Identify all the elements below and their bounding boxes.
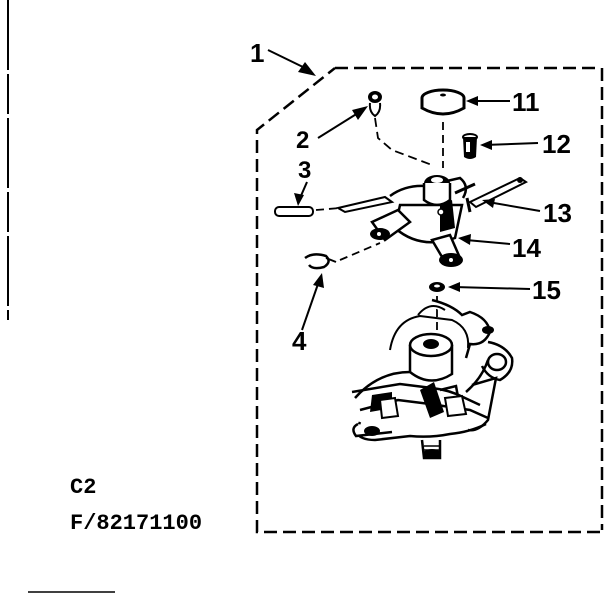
dash-4 <box>339 242 381 261</box>
arrow-11 <box>466 96 478 106</box>
part-14-bracket <box>335 175 476 267</box>
dash-2 <box>374 117 433 166</box>
callout-2: 2 <box>296 127 309 154</box>
arrow-12 <box>480 140 492 150</box>
callout-13: 13 <box>543 198 572 228</box>
arrow-13 <box>482 199 495 208</box>
assembly-boundary <box>255 66 604 534</box>
lower-housing <box>351 298 514 460</box>
leader-14 <box>465 239 511 245</box>
leader-1 <box>267 49 306 69</box>
caption-line-2: F/82171100 <box>70 511 202 536</box>
leader-13 <box>487 201 541 212</box>
arrow-2 <box>352 106 368 120</box>
callout-12: 12 <box>542 129 571 159</box>
part-3-pin <box>274 206 314 217</box>
arrow-3 <box>294 193 304 206</box>
callout-14: 14 <box>512 233 541 263</box>
callout-15: 15 <box>532 275 561 305</box>
part-13-lever <box>465 176 528 213</box>
dash-3 <box>315 207 341 211</box>
arrow-1 <box>298 62 316 76</box>
leader-12 <box>483 142 539 146</box>
part-15-seal <box>429 282 445 292</box>
arrow-15 <box>448 282 460 292</box>
callout-1: 1 <box>250 38 264 68</box>
caption-line-1: C2 <box>70 475 96 500</box>
part-4-clip <box>304 253 337 270</box>
leader-2 <box>317 112 359 139</box>
part-2-eyelet <box>368 91 382 118</box>
callout-11: 11 <box>512 87 540 117</box>
callout-4: 4 <box>292 326 307 356</box>
callout-3: 3 <box>298 157 311 184</box>
part-12-sleeve <box>462 133 478 159</box>
arrow-4 <box>313 273 324 288</box>
part-11-cap <box>420 88 466 116</box>
leader-4 <box>301 283 319 331</box>
arrow-14 <box>458 234 471 245</box>
leader-15 <box>453 286 531 290</box>
